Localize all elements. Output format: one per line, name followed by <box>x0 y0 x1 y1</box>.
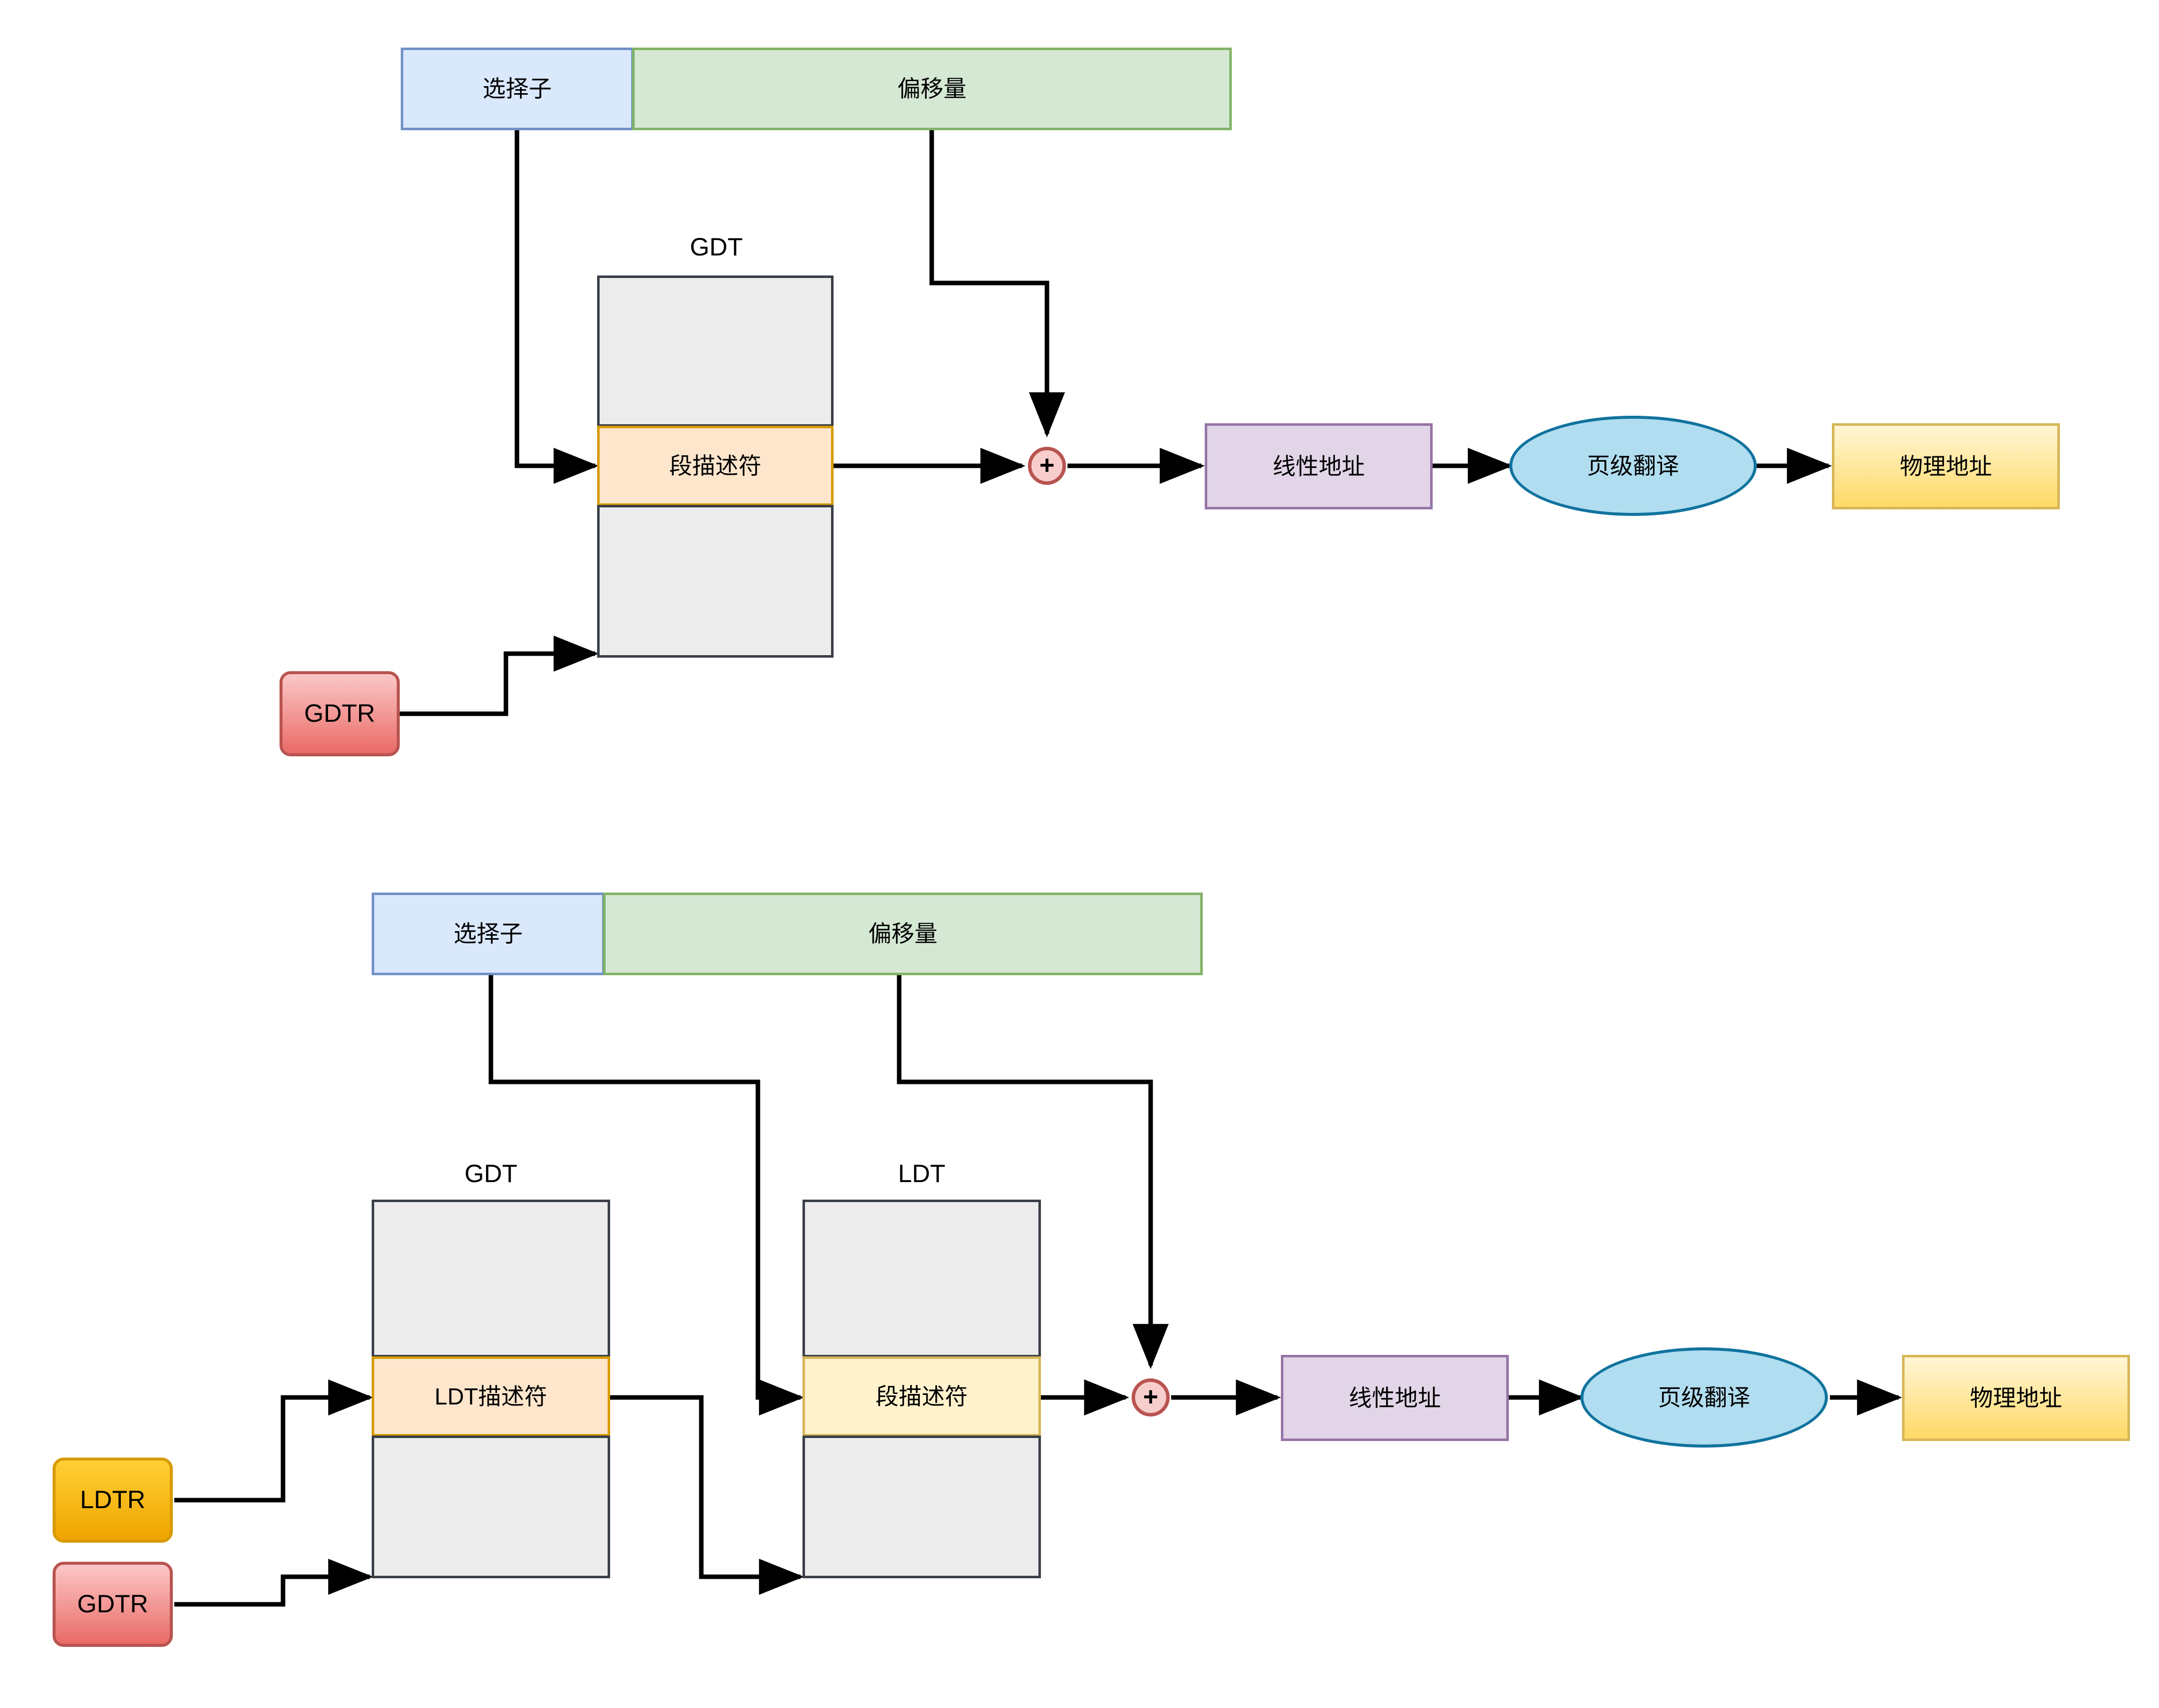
bottom-page-translation-ellipse[interactable]: 页级翻译 <box>1580 1347 1828 1448</box>
top-segment-descriptor-label: 段描述符 <box>669 452 761 479</box>
wire-ldtr-to-gdt <box>174 1379 374 1503</box>
top-gdtr-register[interactable]: GDTR <box>280 671 400 756</box>
bottom-gdt-title: GDT <box>464 1160 517 1188</box>
top-adder-node[interactable]: + <box>1028 447 1066 485</box>
top-page-translation-ellipse[interactable]: 页级翻译 <box>1509 416 1757 516</box>
top-gdt-upper-cell <box>597 275 834 427</box>
bottom-gdt-lower-cell <box>372 1436 610 1578</box>
wire-ldtdesc-to-ldt <box>609 1395 804 1595</box>
bottom-page-translation-label: 页级翻译 <box>1658 1384 1750 1410</box>
bottom-ldtr-label: LDTR <box>80 1486 146 1514</box>
wire-offset-to-plus <box>929 129 1065 438</box>
bottom-ldt-upper-cell <box>802 1200 1041 1357</box>
top-gdtr-label: GDTR <box>304 699 375 728</box>
wire-gdtr-to-gdt <box>398 636 599 716</box>
wire-gdtr-to-gdt-2 <box>174 1559 374 1607</box>
top-linear-address-box[interactable]: 线性地址 <box>1205 423 1433 509</box>
top-offset-label: 偏移量 <box>897 76 967 102</box>
bottom-ldt-title: LDT <box>898 1160 946 1188</box>
bottom-gdtr-label: GDTR <box>77 1590 148 1618</box>
top-page-translation-label: 页级翻译 <box>1587 452 1679 479</box>
top-offset-box[interactable]: 偏移量 <box>632 48 1232 130</box>
bottom-ldtr-register[interactable]: LDTR <box>53 1458 173 1543</box>
bottom-gdt-upper-cell <box>372 1200 610 1357</box>
bottom-linear-address-box[interactable]: 线性地址 <box>1281 1355 1509 1441</box>
wire-selector-to-segdesc <box>514 129 599 484</box>
top-plus-label: + <box>1039 451 1055 480</box>
top-gdt-lower-cell <box>597 505 834 658</box>
bottom-offset-box[interactable]: 偏移量 <box>603 893 1203 975</box>
bottom-offset-label: 偏移量 <box>868 921 938 947</box>
top-segment-descriptor-cell[interactable]: 段描述符 <box>597 426 834 506</box>
bottom-ldt-lower-cell <box>802 1436 1041 1578</box>
bottom-ldt-descriptor-cell[interactable]: LDT描述符 <box>372 1356 610 1437</box>
top-selector-box[interactable]: 选择子 <box>401 48 634 130</box>
top-physical-address-box[interactable]: 物理地址 <box>1832 423 2060 509</box>
bottom-adder-node[interactable]: + <box>1132 1378 1170 1416</box>
bottom-gdtr-register[interactable]: GDTR <box>53 1562 173 1647</box>
bottom-segment-descriptor-cell[interactable]: 段描述符 <box>802 1356 1041 1437</box>
bottom-physical-address-box[interactable]: 物理地址 <box>1902 1355 2130 1441</box>
top-physical-address-label: 物理地址 <box>1900 453 1992 479</box>
bottom-physical-address-label: 物理地址 <box>1970 1384 2062 1411</box>
bottom-ldt-descriptor-label: LDT描述符 <box>434 1383 548 1409</box>
bottom-segment-descriptor-label: 段描述符 <box>876 1383 968 1409</box>
bottom-plus-label: + <box>1143 1382 1159 1412</box>
top-selector-label: 选择子 <box>482 76 552 102</box>
top-linear-address-label: 线性地址 <box>1272 453 1365 479</box>
top-gdt-title: GDT <box>690 233 743 261</box>
bottom-linear-address-label: 线性地址 <box>1348 1384 1441 1411</box>
bottom-selector-box[interactable]: 选择子 <box>372 893 605 975</box>
bottom-selector-label: 选择子 <box>453 921 523 947</box>
